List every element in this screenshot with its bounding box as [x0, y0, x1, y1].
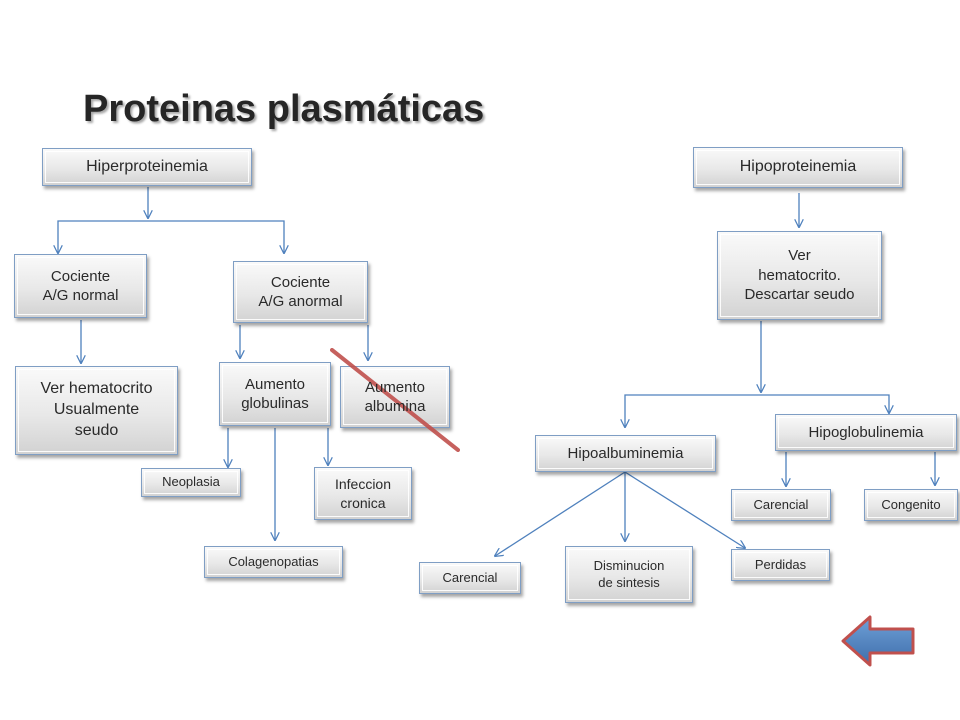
node-hipoproteinemia-label: Hipoproteinemia	[739, 158, 857, 176]
node-hipoglobulinemia: Hipoglobulinemia	[775, 414, 957, 451]
node-hipoalbuminemia: Hipoalbuminemia	[535, 435, 716, 472]
node-ver-hematocrito-usualmente: Ver hematocrito Usualmente seudo	[15, 366, 178, 455]
node-hipoproteinemia: Hipoproteinemia	[693, 147, 903, 188]
node-hiperproteinemia-label: Hiperproteinemia	[86, 157, 208, 175]
node-aumento-globulinas: Aumento globulinas	[219, 362, 331, 426]
node-infeccion-cronica: Infeccion cronica	[314, 467, 412, 520]
node-infeccion-cronica-label: Infeccion cronica	[334, 476, 392, 511]
node-aumento-albumina: Aumento albumina	[340, 366, 450, 428]
node-cociente-anormal-label: Cociente A/G anormal	[258, 273, 343, 311]
back-arrow-icon[interactable]	[840, 614, 918, 668]
node-perdidas: Perdidas	[731, 549, 830, 581]
node-congenito: Congenito	[864, 489, 958, 521]
node-ver-hematocrito-descartar-label: Ver hematocrito. Descartar seudo	[744, 247, 855, 304]
node-neoplasia-label: Neoplasia	[162, 474, 220, 490]
connector-hipo-split	[625, 394, 889, 427]
node-cociente-anormal: Cociente A/G anormal	[233, 261, 368, 323]
node-hipoalbuminemia-label: Hipoalbuminemia	[567, 444, 684, 462]
node-cociente-normal: Cociente A/G normal	[14, 254, 147, 318]
node-cociente-normal-label: Cociente A/G normal	[42, 267, 119, 305]
node-neoplasia: Neoplasia	[141, 468, 241, 497]
node-aumento-albumina-label: Aumento albumina	[364, 378, 426, 416]
node-ver-hematocrito-usualmente-label: Ver hematocrito Usualmente seudo	[40, 380, 153, 439]
connector-hiper-split	[58, 220, 284, 253]
node-aumento-globulinas-label: Aumento globulinas	[241, 375, 309, 413]
connector-hipoalb-to-carencial	[495, 471, 626, 556]
node-ver-hematocrito-descartar: Ver hematocrito. Descartar seudo	[717, 231, 882, 320]
node-hipoglobulinemia-label: Hipoglobulinemia	[808, 423, 924, 441]
node-colagenopatias: Colagenopatias	[204, 546, 343, 578]
connector-hipoalb-to-perdidas	[624, 471, 745, 548]
node-disminucion-sintesis-label: Disminucion de sintesis	[593, 557, 665, 590]
node-carencial-globulina-label: Carencial	[753, 496, 809, 512]
node-congenito-label: Congenito	[881, 496, 941, 512]
node-hiperproteinemia: Hiperproteinemia	[42, 148, 252, 186]
node-carencial-albumina: Carencial	[419, 562, 521, 594]
node-disminucion-sintesis: Disminucion de sintesis	[565, 546, 693, 603]
node-carencial-albumina-label: Carencial	[442, 569, 498, 585]
node-perdidas-label: Perdidas	[754, 556, 807, 572]
page-title: Proteinas plasmáticas	[83, 88, 485, 130]
node-carencial-globulina: Carencial	[731, 489, 831, 521]
node-colagenopatias-label: Colagenopatias	[228, 553, 319, 569]
